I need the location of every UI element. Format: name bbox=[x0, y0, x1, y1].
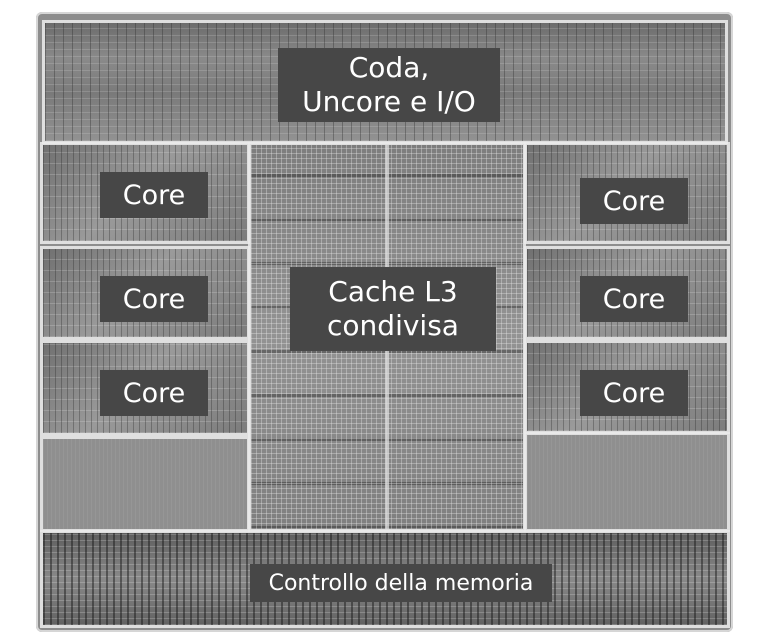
processor-die: Coda, Uncore e I/O Core Core Core Core C… bbox=[36, 12, 733, 632]
core-label-text: Core bbox=[602, 185, 666, 217]
memory-label-text: Controllo della memoria bbox=[268, 570, 534, 596]
uncore-label-line1: Coda, bbox=[348, 51, 430, 84]
core-label-text: Core bbox=[122, 179, 186, 211]
core-label-left-1: Core bbox=[100, 172, 208, 218]
cache-label-line2: condivisa bbox=[327, 309, 459, 342]
core-left-1 bbox=[40, 142, 250, 244]
core-label-text: Core bbox=[602, 283, 666, 315]
uncore-label-line2: Uncore e I/O bbox=[302, 85, 476, 118]
cache-label-line1: Cache L3 bbox=[328, 275, 458, 308]
core-label-right-3: Core bbox=[580, 370, 688, 416]
core-label-right-1: Core bbox=[580, 178, 688, 224]
core-label-left-2: Core bbox=[100, 276, 208, 322]
empty-texture bbox=[527, 435, 727, 529]
empty-right bbox=[524, 432, 730, 532]
l3-cache-label: Cache L3 condivisa bbox=[290, 267, 496, 351]
uncore-io-label: Coda, Uncore e I/O bbox=[278, 48, 500, 122]
core-label-text: Core bbox=[602, 377, 666, 409]
core-label-text: Core bbox=[122, 283, 186, 315]
core-label-text: Core bbox=[122, 377, 186, 409]
memory-controller-label: Controllo della memoria bbox=[250, 564, 552, 602]
empty-left bbox=[40, 436, 250, 532]
core-label-left-3: Core bbox=[100, 370, 208, 416]
empty-texture bbox=[43, 439, 247, 529]
core-label-right-2: Core bbox=[580, 276, 688, 322]
